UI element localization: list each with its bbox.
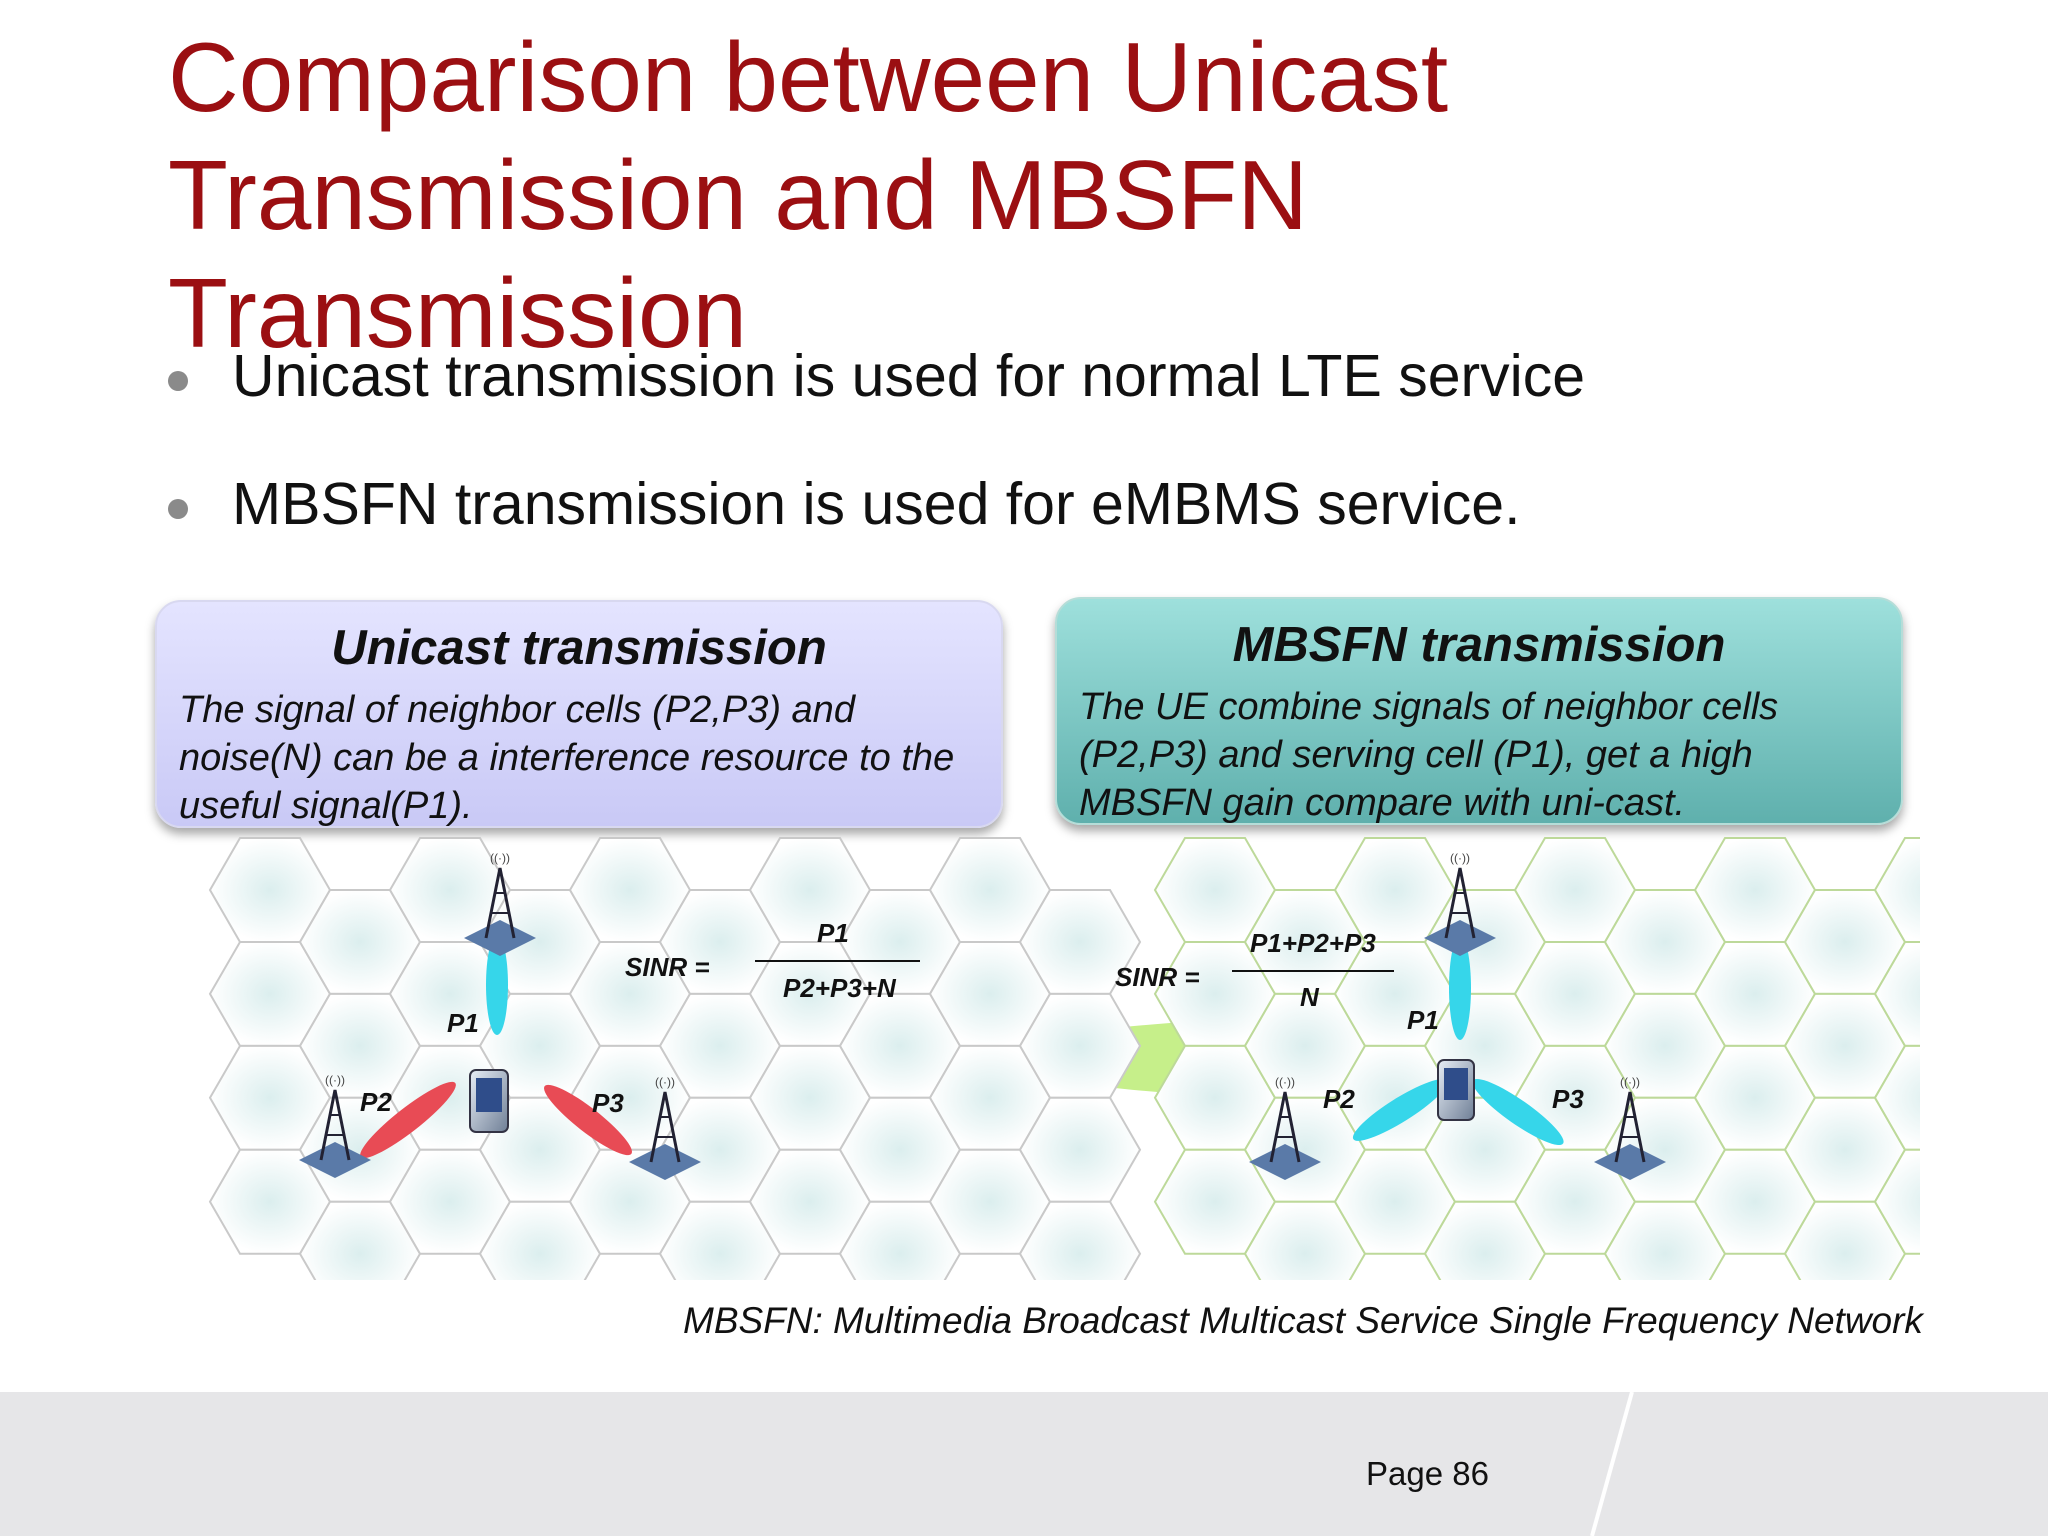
title-line: Comparison between Unicast [168,22,1449,132]
mbsfn-beam-p2 [1352,1079,1448,1141]
mbsfn-description: The UE combine signals of neighbor cells… [1079,686,1779,824]
svg-text:((·)): ((·)) [655,1075,675,1089]
mbsfn-cell-grid [1153,837,2048,1307]
unicast-sinr-denominator: P2+P3+N [783,973,896,1003]
mbsfn-heading: MBSFN transmission [1232,618,1726,672]
tower-icon: ((·)) [1249,1075,1321,1180]
bullet-text: Unicast transmission is used for normal … [232,343,1586,409]
svg-text:((·)): ((·)) [1450,851,1470,865]
tower-icon: ((·)) [629,1075,701,1180]
title-line: Transmission and MBSFN [168,140,1309,250]
svg-text:((·)): ((·)) [490,851,510,865]
mbsfn-label-p3: P3 [1552,1084,1584,1114]
unicast-label-p1: P1 [447,1008,479,1038]
unicast-fraction-line [755,960,920,962]
svg-text:((·)): ((·)) [1620,1075,1640,1089]
bullet-dot-icon [168,371,188,391]
unicast-beam-p1 [486,935,508,1035]
unicast-box: Unicast transmission The signal of neigh… [155,600,1003,828]
transmission-diagram: ((·)) ((·)) ((·)) ((·)) [120,830,2048,1307]
unicast-beam-p2 [360,1081,456,1159]
title-line: Transmission [168,258,748,368]
bullet-list: Unicast transmission is used for normal … [160,340,1585,596]
mbsfn-fraction-line [1232,970,1394,972]
footer-divider [1590,1392,1634,1536]
unicast-beam-p3 [544,1084,632,1156]
bullet-item: Unicast transmission is used for normal … [160,340,1585,468]
mbsfn-box: MBSFN transmission The UE combine signal… [1055,597,1903,825]
unicast-label-p3: P3 [592,1088,624,1118]
mbsfn-sinr-label: SINR = [1115,962,1200,992]
unicast-heading: Unicast transmission [331,621,827,675]
mbsfn-sinr-numerator: P1+P2+P3 [1250,928,1376,958]
diagram-graphics: ((·)) ((·)) ((·)) ((·)) [208,837,2048,1307]
bullet-item: MBSFN transmission is used for eMBMS ser… [160,468,1585,596]
svg-text:((·)): ((·)) [325,1073,345,1087]
unicast-description: The signal of neighbor cells (P2,P3) and… [179,689,955,827]
unicast-sinr-label: SINR = [625,952,710,982]
tower-icon: ((·)) [1594,1075,1666,1180]
mbsfn-label-p2: P2 [1323,1084,1355,1114]
mbsfn-beam-p3 [1472,1078,1564,1146]
page-number: Page 86 [1366,1455,1489,1492]
slide-title: Comparison between Unicast Transmission … [168,18,1868,372]
tower-icon: ((·)) [1424,851,1496,956]
unicast-sinr-numerator: P1 [817,918,849,948]
bullet-dot-icon [168,499,188,519]
phone-icon [1437,1059,1475,1121]
phone-icon [469,1069,509,1133]
footer-bar [0,1392,2048,1536]
mbsfn-label-p1: P1 [1407,1005,1439,1035]
bullet-text: MBSFN transmission is used for eMBMS ser… [232,471,1521,537]
mbsfn-sinr-denominator: N [1300,982,1319,1012]
footnote: MBSFN: Multimedia Broadcast Multicast Se… [683,1300,1923,1341]
svg-text:((·)): ((·)) [1275,1075,1295,1089]
mbsfn-beam-p1 [1449,936,1471,1040]
tower-icon: ((·)) [299,1073,371,1178]
unicast-cell-grid [208,837,1142,1307]
unicast-label-p2: P2 [360,1087,392,1117]
tower-icon: ((·)) [464,851,536,956]
